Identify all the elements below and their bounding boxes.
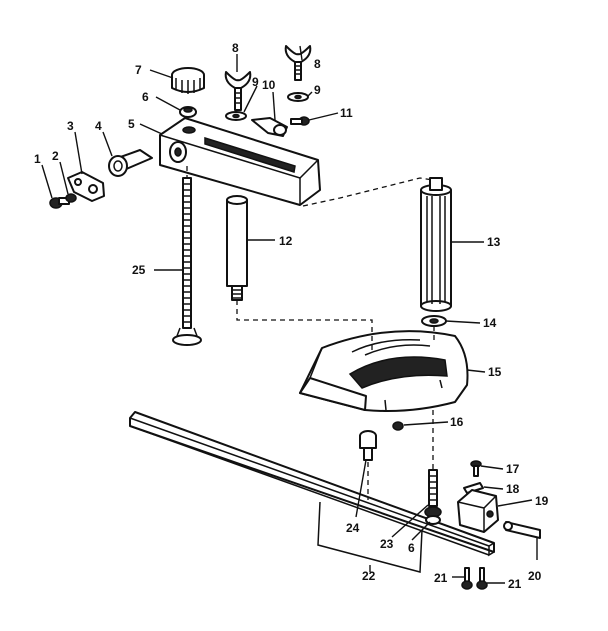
part-22-miter-bar [129, 411, 495, 573]
callout-2: 2 [52, 149, 59, 163]
part-24-stop-screw [359, 430, 377, 461]
leader-lines [41, 45, 538, 584]
part-18-pin [463, 482, 484, 494]
assembly-lines [186, 166, 435, 500]
part-10-sleeve [251, 117, 288, 137]
part-12-post [226, 195, 248, 301]
callout-9-left: 9 [252, 75, 259, 89]
callout-1: 1 [34, 152, 41, 166]
part-23-bolt [428, 469, 438, 507]
part-21-screw-left [461, 567, 473, 590]
callout-4: 4 [95, 119, 102, 133]
callout-24: 24 [346, 521, 360, 535]
callout-5: 5 [128, 117, 135, 131]
part-6-nut-upper [179, 106, 197, 118]
part-7-knob [171, 67, 205, 94]
part-16-screw [392, 421, 404, 431]
callout-21-right: 21 [508, 577, 522, 591]
callout-22: 22 [362, 569, 376, 583]
callout-12: 12 [279, 234, 293, 248]
callout-19: 19 [535, 494, 549, 508]
callout-6-upper: 6 [142, 90, 149, 104]
part-2-washer [65, 193, 77, 203]
callout-20: 20 [528, 569, 542, 583]
part-4-pin [108, 149, 153, 177]
part-6-nut-lower [424, 506, 442, 525]
part-5-fence-arm [159, 117, 321, 206]
part-8-wing-screw-right [284, 45, 312, 81]
callout-10: 10 [262, 78, 276, 92]
callout-3: 3 [67, 119, 74, 133]
callout-17: 17 [506, 462, 520, 476]
part-9-washer-right [287, 92, 309, 102]
callout-18: 18 [506, 482, 520, 496]
callout-8-left: 8 [232, 41, 239, 55]
part-14-washer [421, 315, 447, 327]
part-25-threaded-rod [172, 177, 202, 346]
callout-25: 25 [132, 263, 146, 277]
part-19-stop-block [457, 489, 499, 533]
part-17-screw [470, 460, 482, 477]
part-20-pin [503, 521, 541, 539]
part-21-screw-right [476, 567, 488, 590]
callout-8-right: 8 [314, 57, 321, 71]
callouts: 1 2 3 4 5 6 7 8 9 10 8 9 11 12 13 14 15 … [34, 41, 549, 591]
callout-6-lower: 6 [408, 541, 415, 555]
callout-13: 13 [487, 235, 501, 249]
callout-15: 15 [488, 365, 502, 379]
callout-21-left: 21 [434, 571, 448, 585]
part-15-miter-base [299, 330, 469, 412]
callout-11: 11 [340, 106, 353, 120]
part-9-washer-left [225, 111, 247, 121]
callout-7: 7 [135, 63, 142, 77]
callout-14: 14 [483, 316, 497, 330]
part-8-wing-screw-left [224, 71, 252, 111]
callout-9-right: 9 [314, 83, 321, 97]
part-11-screw [290, 116, 310, 126]
callout-23: 23 [380, 537, 394, 551]
part-13-large-post [420, 177, 452, 312]
callout-16: 16 [450, 415, 464, 429]
